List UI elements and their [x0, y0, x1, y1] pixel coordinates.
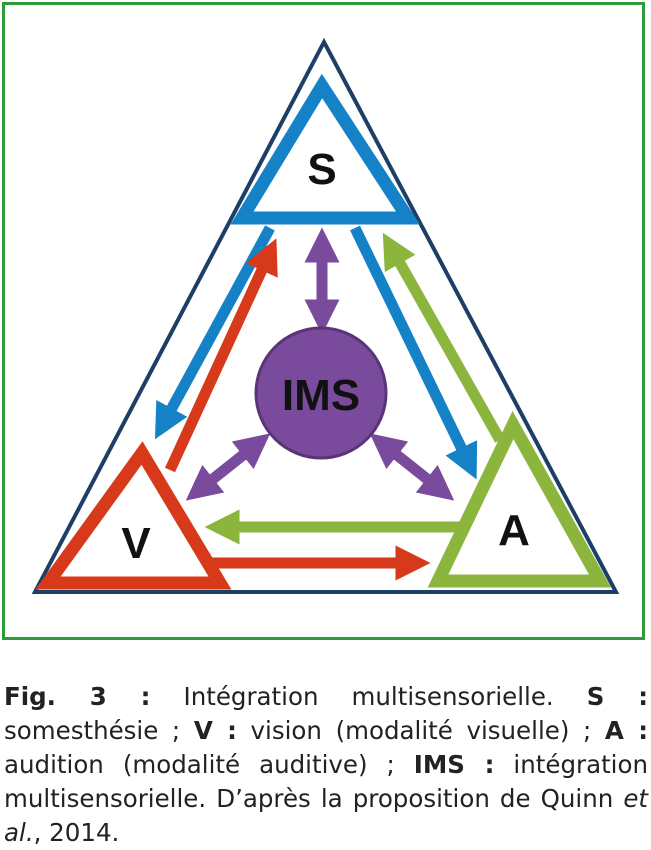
ims-label: IMS [282, 371, 360, 420]
arrow-ims-a [369, 433, 455, 501]
caption-year: , 2014. [33, 818, 120, 847]
caption-s-key: S : [586, 682, 648, 711]
s-label: S [307, 145, 336, 194]
arrow-ims-v [185, 433, 271, 501]
audition-triangle [427, 410, 612, 588]
v-label: V [121, 519, 151, 568]
caption-a-text: audition (modalité auditive) ; [4, 750, 414, 779]
caption-v-key: V : [193, 716, 237, 745]
figure-caption: Fig. 3 : Intégration multisensorielle. S… [4, 680, 648, 850]
arrow-s-to-a [350, 225, 478, 480]
multisensory-diagram: S V A IMS [31, 37, 620, 594]
vision-triangle [35, 441, 232, 590]
caption-s-text: somesthésie ; [4, 716, 194, 745]
a-label: A [498, 506, 530, 555]
caption-v-text: vision (modalité visuelle) ; [236, 716, 605, 745]
caption-ims-text: intégration multisensorielle. D’après la… [4, 750, 649, 813]
ims-circle [254, 326, 388, 460]
somesthesia-triangle [230, 73, 420, 225]
arrow-a-to-s [382, 232, 505, 443]
caption-a-key: A : [604, 716, 648, 745]
caption-intro: Intégration multisensorielle. [150, 682, 587, 711]
caption-fig-label: Fig. 3 : [4, 682, 151, 711]
caption-ims-key: IMS : [413, 750, 495, 779]
arrow-v-to-s [165, 238, 278, 473]
